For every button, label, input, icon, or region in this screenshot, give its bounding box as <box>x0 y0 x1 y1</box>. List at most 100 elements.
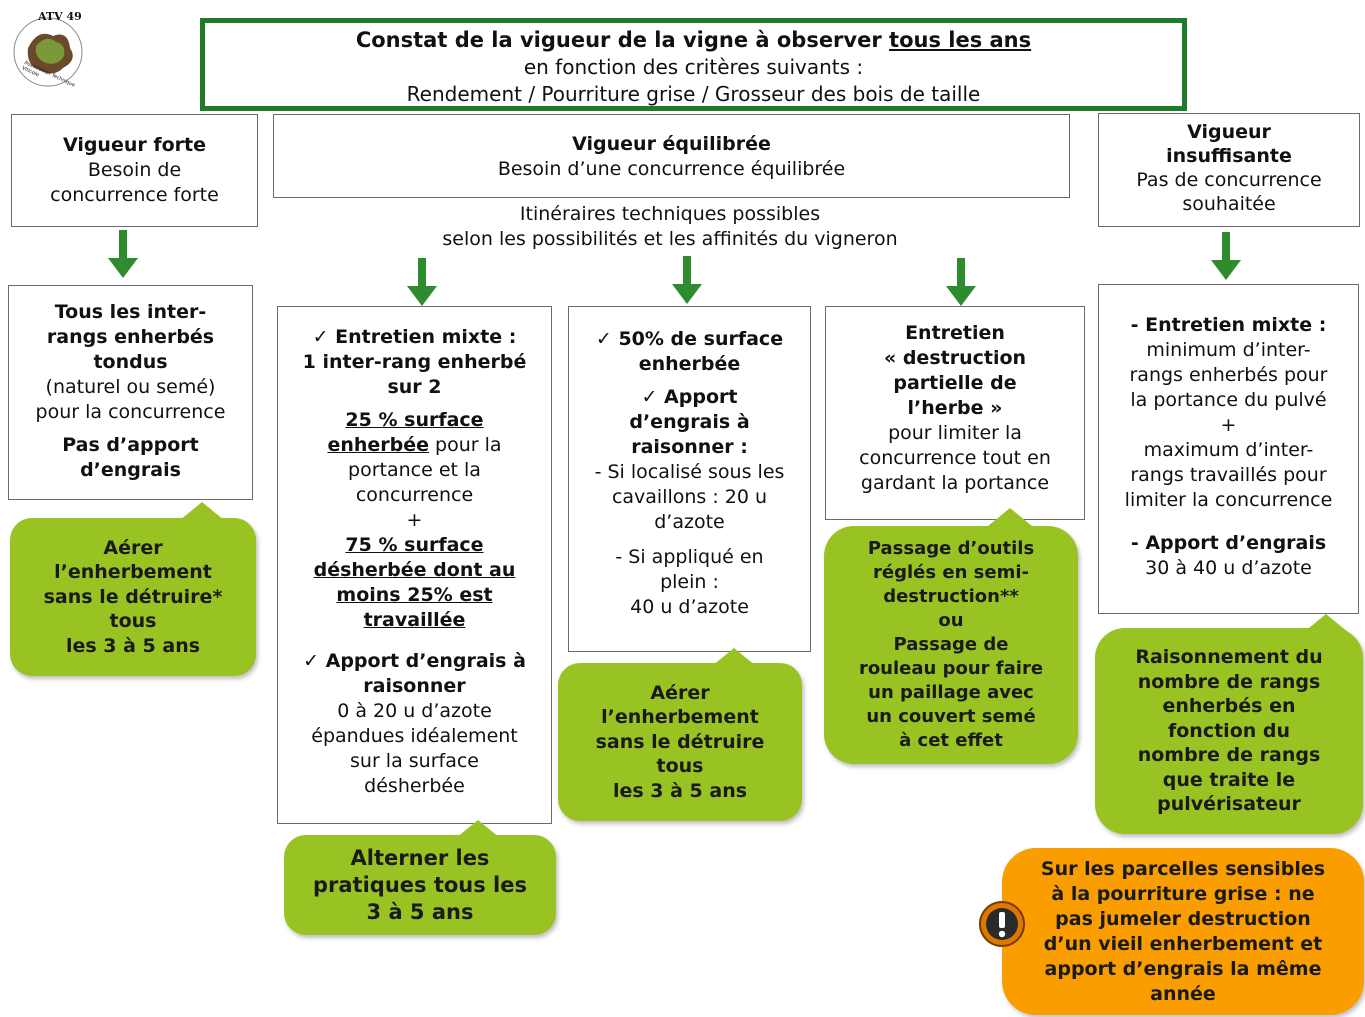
col1-bubble-l3: sans le détruire* <box>43 585 223 608</box>
col2-box: ✓ Entretien mixte : 1 inter-rang enherbé… <box>277 306 552 824</box>
col2-l3: sur 2 <box>387 376 442 398</box>
col1-bubble-l2: l’enherbement <box>54 561 212 584</box>
col2-l6: portance et la <box>348 459 481 481</box>
col3-bubble-l1: Aérer <box>650 681 710 704</box>
warning-l6: année <box>1150 982 1216 1005</box>
col5-l5: maximum d’inter- <box>1143 439 1314 461</box>
vigueur-equilibree-line1: Besoin d’une concurrence équilibrée <box>497 158 846 180</box>
col5-plus: + <box>1220 414 1237 436</box>
col2-l11: travaillée <box>363 609 466 631</box>
col2-l5: enherbée pour la <box>286 433 543 458</box>
atv-logo: ATV 49 Association Technique Viticole <box>8 8 88 93</box>
col4-l6: concurrence tout en <box>859 447 1051 469</box>
header-line2: en fonction des critères suivants : <box>523 55 864 79</box>
col3-l6: - Si localisé sous les <box>594 461 785 483</box>
col1-bubble-l1: Aérer <box>103 536 163 559</box>
warning-l4: d’un vieil enherbement et <box>1043 932 1323 955</box>
col5-box: - Entretien mixte : minimum d’inter- ran… <box>1098 284 1359 614</box>
warning-l5: apport d’engrais la même <box>1044 957 1322 980</box>
bubble-tail <box>988 508 1032 526</box>
col2-l7: concurrence <box>355 484 474 506</box>
col4-bubble-l4: ou <box>938 610 964 631</box>
col2-plus: + <box>406 509 423 531</box>
col3-l11: 40 u d’azote <box>630 596 749 618</box>
col5-bubble-l7: pulvérisateur <box>1157 793 1301 816</box>
col3-l3: ✓ Apport <box>641 386 738 408</box>
header-line1: Constat de la vigueur de la vigne à obse… <box>205 27 1182 54</box>
itineraires-line1: Itinéraires techniques possibles <box>519 203 821 225</box>
vigueur-forte-line1: Besoin de <box>87 159 182 181</box>
col5-bubble-l4: fonction du <box>1167 719 1291 742</box>
col5-l1: - Entretien mixte : <box>1130 314 1327 336</box>
logo-text: ATV 49 <box>38 10 82 23</box>
col3-l4: d’engrais à <box>629 411 750 433</box>
vigueur-insuffisante-line1: Pas de concurrence <box>1136 169 1322 191</box>
col4-l1: Entretien <box>905 322 1005 344</box>
warning-l2: à la pourriture grise : ne <box>1051 882 1315 905</box>
col2-bubble-l2: pratiques tous les <box>313 872 527 897</box>
col5-l9: 30 à 40 u d’azote <box>1145 557 1312 579</box>
col1-l2: rangs enherbés <box>46 326 215 348</box>
vigueur-forte-title: Vigueur forte <box>62 134 207 156</box>
col1-l7: d’engrais <box>80 459 181 481</box>
col1-l6: Pas d’apport <box>62 434 199 456</box>
col3-l9: - Si appliqué en <box>615 546 764 568</box>
arrow-down-icon <box>407 258 437 306</box>
col5-bubble-l1: Raisonnement du <box>1135 646 1323 669</box>
col5-l4: la portance du pulvé <box>1130 389 1327 411</box>
col4-bubble-l9: à cet effet <box>899 730 1003 751</box>
col3-bubble: Aérer l’enherbement sans le détruire tou… <box>558 663 802 821</box>
header-line3: Rendement / Pourriture grise / Grosseur … <box>406 82 981 106</box>
col2-l9: désherbée dont au <box>313 559 516 581</box>
col2-l15: épandues idéalement <box>311 725 518 747</box>
col4-bubble-l1: Passage d’outils <box>867 538 1035 559</box>
vigueur-forte-line2: concurrence forte <box>50 184 219 206</box>
col4-box: Entretien « destruction partielle de l’h… <box>825 306 1085 520</box>
col3-l1: ✓ 50% de surface <box>595 328 784 350</box>
col4-bubble-l5: Passage de <box>893 634 1009 655</box>
col2-bubble-l1: Alterner les <box>350 845 490 870</box>
col4-bubble-l2: réglés en semi- <box>873 562 1029 583</box>
col1-bubble: Aérer l’enherbement sans le détruire* to… <box>10 518 256 676</box>
col5-l3: rangs enherbés pour <box>1129 364 1328 386</box>
col3-bubble-l2: l’enherbement <box>601 706 759 729</box>
col3-bubble-l5: les 3 à 5 ans <box>612 779 748 802</box>
col4-bubble-l6: rouleau pour faire <box>858 658 1044 679</box>
arrow-down-icon <box>1211 232 1241 280</box>
vigueur-insuffisante-box: Vigueur insuffisante Pas de concurrence … <box>1098 113 1360 227</box>
bubble-tail <box>712 648 756 666</box>
col4-bubble-l7: un paillage avec <box>868 682 1034 703</box>
vigueur-equilibree-box: Vigueur équilibrée Besoin d’une concurre… <box>273 114 1070 198</box>
col4-l5: pour limiter la <box>888 422 1022 444</box>
col5-bubble-l6: que traite le <box>1162 768 1296 791</box>
header-line1-a: Constat de la vigueur de la vigne à obse… <box>355 28 890 52</box>
col3-l10: plein : <box>660 571 719 593</box>
col4-l2: « destruction <box>883 347 1027 369</box>
col3-l2: enherbée <box>638 353 741 375</box>
col2-l1: ✓ Entretien mixte : <box>312 326 517 348</box>
col3-l5: raisonner : <box>631 436 748 458</box>
col4-l4: l’herbe » <box>907 397 1003 419</box>
col1-l4: (naturel ou semé) <box>45 376 216 398</box>
col1-l5: pour la concurrence <box>35 401 226 423</box>
col4-l3: partielle de <box>893 372 1017 394</box>
col4-bubble-l8: un couvert semé <box>866 706 1036 727</box>
col1-bubble-l4: tous <box>109 610 157 633</box>
vigueur-equilibree-title: Vigueur équilibrée <box>572 133 771 155</box>
warning-l3: pas jumeler destruction <box>1055 907 1311 930</box>
col2-l5a: enherbée <box>327 434 430 456</box>
col1-l1: Tous les inter- <box>54 301 207 323</box>
col5-l6: rangs travaillés pour <box>1130 464 1327 486</box>
col2-l2: 1 inter-rang enherbé <box>302 351 527 373</box>
itineraires-line2: selon les possibilités et les affinités … <box>442 228 898 250</box>
col4-l7: gardant la portance <box>860 472 1050 494</box>
col1-l3: tondus <box>93 351 168 373</box>
col2-l17: désherbée <box>364 775 465 797</box>
grape-leaf-icon <box>13 17 83 87</box>
exclamation-icon <box>979 901 1025 947</box>
col2-l8: 75 % surface <box>345 534 484 556</box>
col5-bubble-l3: enherbés en <box>1162 695 1296 718</box>
header-line1-b: tous les ans <box>889 28 1032 52</box>
col3-bubble-l4: tous <box>656 755 704 778</box>
arrow-down-icon <box>108 230 138 278</box>
